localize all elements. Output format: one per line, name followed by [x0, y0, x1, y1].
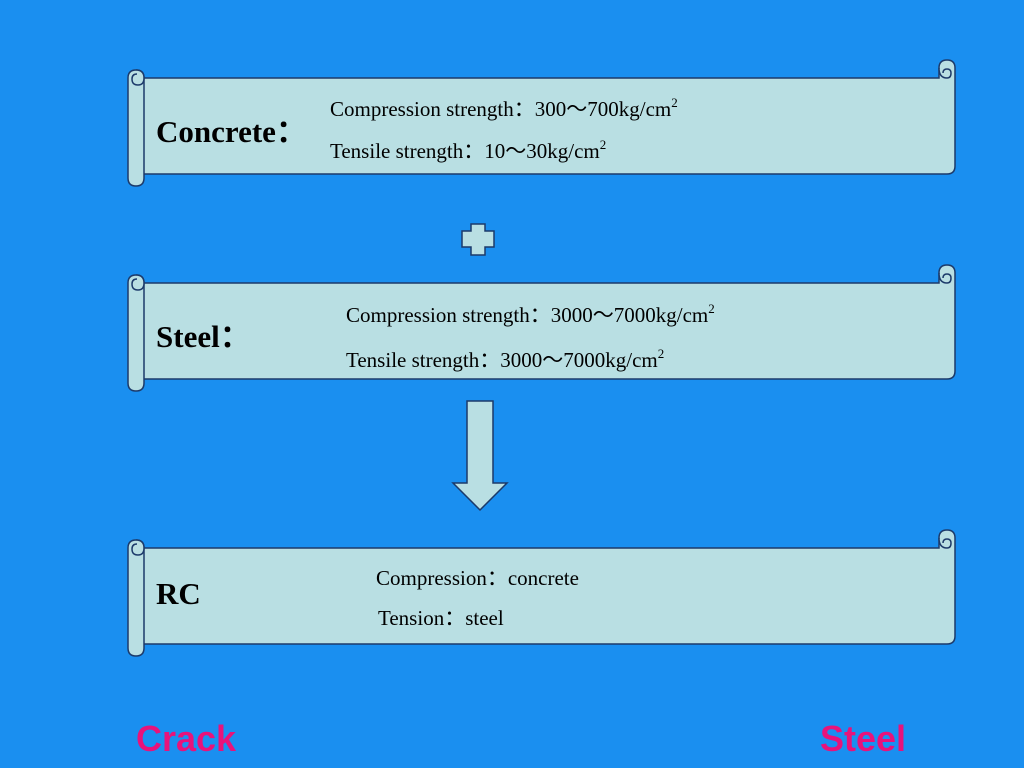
footer-crack-label: Crack [136, 718, 237, 759]
concrete-tensile-line: Tensile strength：10～30kg/cm2 [330, 137, 607, 163]
steel-compression-line: Compression strength：3000～7000kg/cm2 [346, 301, 715, 327]
steel-tensile-line: Tensile strength：3000～7000kg/cm2 [346, 346, 665, 372]
rc-compression-line: Compression：concrete [376, 566, 579, 590]
rc-scroll [127, 529, 956, 657]
footer-steel-label: Steel [820, 718, 907, 759]
down-arrow-icon [451, 400, 509, 512]
rc-title: RC [156, 576, 201, 611]
concrete-compression-line: Compression strength：300～700kg/cm2 [330, 95, 678, 121]
concrete-title: Concrete： [156, 114, 307, 149]
plus-icon [461, 223, 495, 256]
steel-title: Steel： [156, 319, 251, 354]
rc-tension-line: Tension：steel [378, 606, 504, 630]
